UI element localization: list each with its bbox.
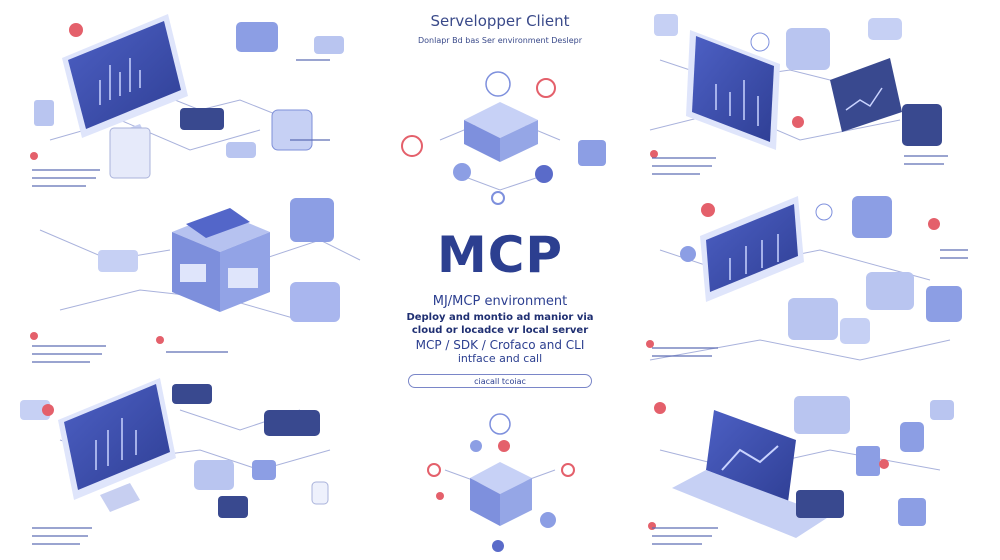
card-icons-left [20, 198, 340, 420]
laptop-icon [672, 396, 954, 538]
cta-button[interactable]: ciacall tcoiac [408, 374, 592, 388]
monitor-icon-3 [654, 14, 942, 150]
center-cube-icon [401, 71, 606, 205]
monitor-icon-4 [680, 196, 962, 344]
monitor-icon-2 [58, 378, 329, 518]
caption-lines [32, 59, 968, 545]
center-cube-icon-2 [427, 413, 575, 552]
heart-pin-icon [30, 23, 940, 530]
server-cube-icon [172, 208, 270, 312]
